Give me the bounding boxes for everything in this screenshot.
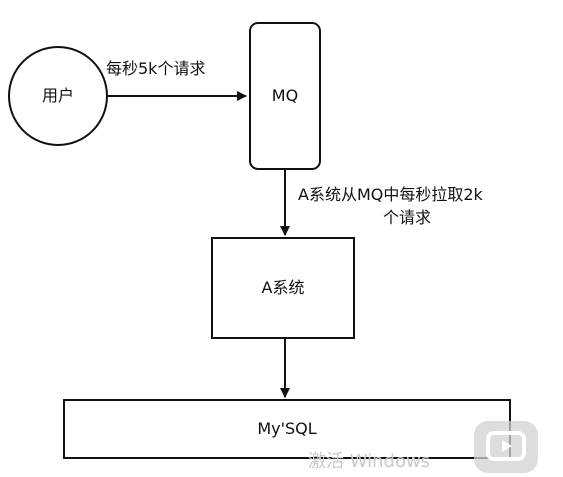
mq-node [249,22,321,170]
play-badge [474,421,538,473]
mq-to-a-system-label-line2: 个请求 [383,208,432,227]
play-icon [486,431,526,461]
a-system-label: A系统 [261,278,305,297]
user-label: 用户 [41,86,74,105]
mq-to-a-system-label-line1: A系统从MQ中每秒拉取2k [298,185,483,204]
user-to-mq-label: 每秒5k个请求 [106,59,206,78]
mysql-label: My'SQL [257,419,317,438]
a-system-node [211,237,355,339]
mq-label: MQ [271,86,299,105]
windows-activation-watermark: 激活 Windows [308,451,431,472]
